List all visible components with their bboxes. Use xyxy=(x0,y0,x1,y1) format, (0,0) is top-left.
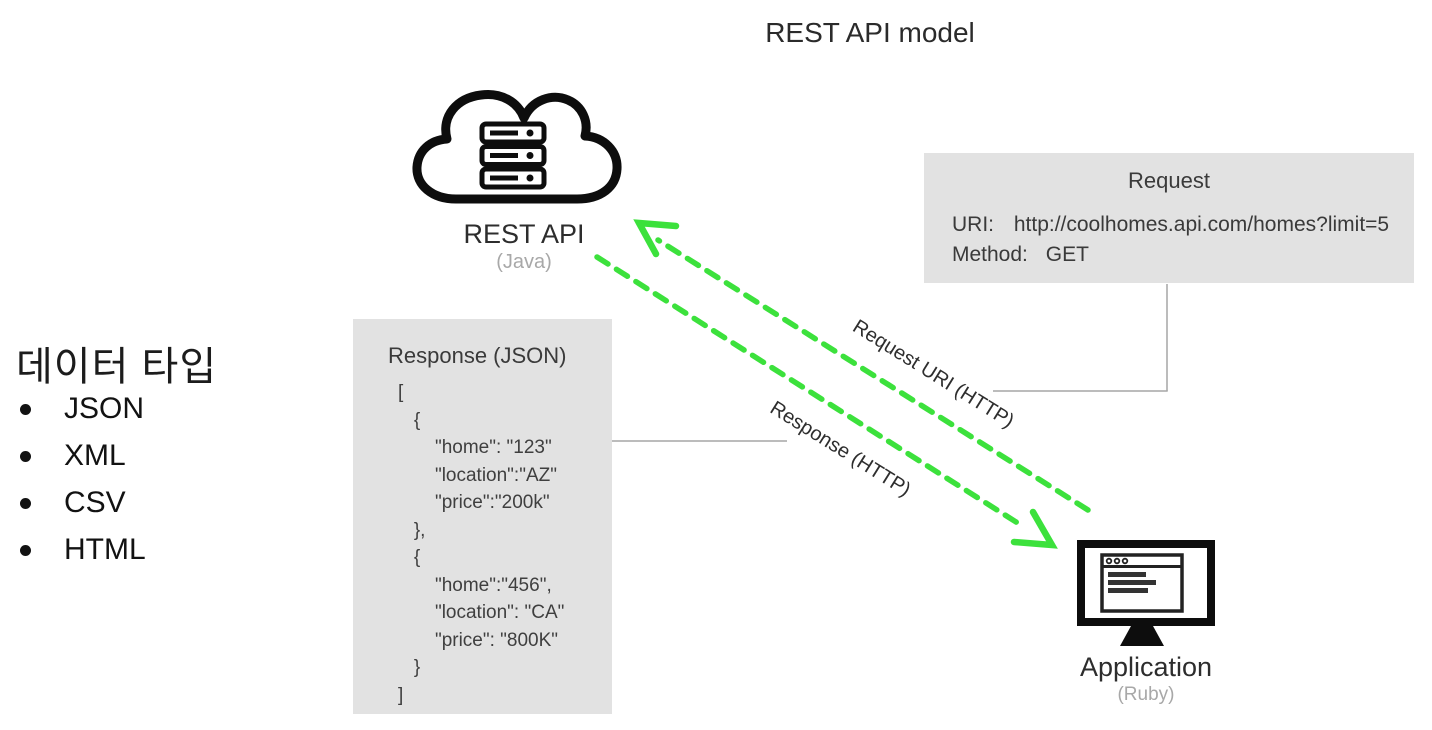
monitor-icon xyxy=(1077,540,1215,646)
monitor-stand xyxy=(1120,626,1164,646)
bullet-icon xyxy=(20,403,31,415)
uri-value: http://coolhomes.api.com/homes?limit=5 xyxy=(1013,213,1390,236)
data-types-list: JSON XML CSV HTML xyxy=(20,392,146,582)
browser-window-icon xyxy=(1100,553,1184,613)
response-box: Response (JSON) [ { "home": "123" "locat… xyxy=(353,319,612,714)
method-value: GET xyxy=(1045,243,1089,266)
page-title: REST API model xyxy=(765,17,975,48)
application-node xyxy=(1072,538,1220,650)
list-item: HTML xyxy=(20,533,146,566)
response-json-body: [ { "home": "123" "location":"AZ" "price… xyxy=(398,382,565,706)
rest-api-sublabel: (Java) xyxy=(496,251,552,273)
request-uri-line: URI: http://coolhomes.api.com/homes?limi… xyxy=(952,213,1389,237)
response-box-title: Response (JSON) xyxy=(388,343,567,368)
request-arrow xyxy=(633,219,1091,513)
request-arrowhead-icon xyxy=(633,219,680,258)
application-sublabel: (Ruby) xyxy=(1117,684,1175,705)
method-label: Method: xyxy=(952,243,1028,266)
request-box: Request URI: http://coolhomes.api.com/ho… xyxy=(924,153,1414,283)
list-item-label: CSV xyxy=(64,486,126,519)
rest-api-label: REST API xyxy=(463,219,585,249)
bullet-icon xyxy=(20,497,31,509)
cloud-server-icon xyxy=(412,89,622,204)
uri-label: URI: xyxy=(952,213,994,236)
request-box-title: Request xyxy=(1128,168,1210,193)
response-arrow xyxy=(594,254,1058,549)
bullet-icon xyxy=(20,450,31,462)
list-item-label: JSON xyxy=(64,392,145,425)
request-connector-line xyxy=(993,284,1168,392)
server-rack-icon xyxy=(479,121,547,190)
data-types-heading: 데이터 타입 xyxy=(16,345,218,389)
list-item: XML xyxy=(20,439,146,472)
rest-api-node xyxy=(406,80,642,208)
list-item: JSON xyxy=(20,392,146,425)
list-item: CSV xyxy=(20,486,146,519)
request-method-line: Method: GET xyxy=(952,243,1089,267)
list-item-label: XML xyxy=(64,439,126,472)
response-arrowhead-icon xyxy=(1010,508,1058,549)
bullet-icon xyxy=(20,544,31,556)
application-label: Application xyxy=(1079,652,1213,682)
list-item-label: HTML xyxy=(64,533,146,566)
